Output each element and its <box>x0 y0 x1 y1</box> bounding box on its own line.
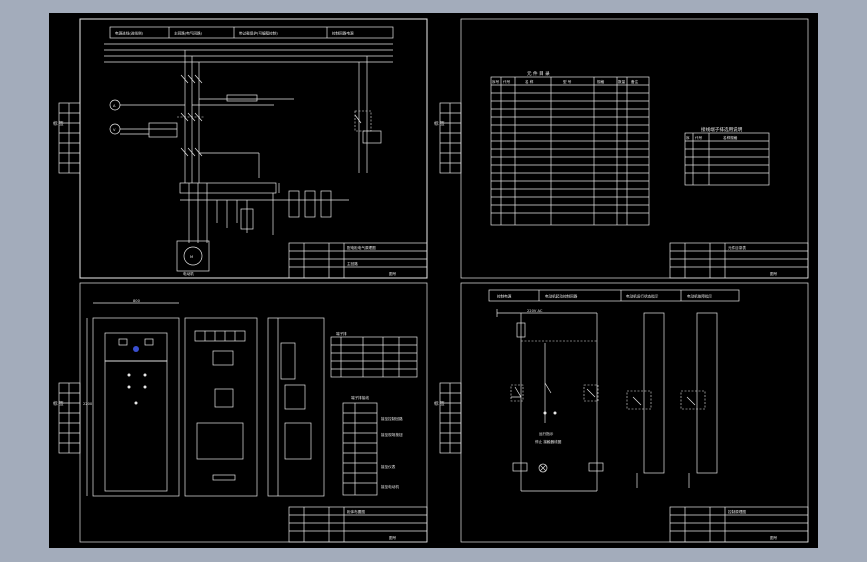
indicator-light <box>133 346 139 352</box>
cad-drawing: 标 签 电源进线(进线侧) 主回路(电气回路) 带过载保护(可编程控制) 控制回… <box>53 18 809 543</box>
parts-col-6: 数量 <box>618 79 626 84</box>
header-cell-4: 控制回路电源 <box>332 31 354 36</box>
parts-col-4: 型 号 <box>563 79 572 84</box>
motor-symbol: M 电动机 <box>176 240 210 276</box>
title-block-name: 配电柜电气原理图 <box>347 245 376 250</box>
title-block-3: 柜体布置图 图号 <box>288 506 428 543</box>
title-block-2: 元件目录表 图号 <box>669 242 809 279</box>
title-block-3-no: 图号 <box>389 535 397 540</box>
phase-lines <box>177 50 260 183</box>
cabinet-front: 800 2200 <box>83 299 180 497</box>
title-block-4-name: 控制原理图 <box>728 509 746 514</box>
side-col-2: 代号 <box>695 135 703 140</box>
sidebar-strip-2: 标 签 <box>434 102 462 174</box>
cad-canvas: 标 签 电源进线(进线侧) 主回路(电气回路) 带过载保护(可编程控制) 控制回… <box>49 13 818 548</box>
sheet-control: 标 签 控制电源 电动机起动控制回路 电动机运行状态指示 电动机故障指示 220… <box>434 282 809 543</box>
parts-table: 序号 代号 名 称 型 号 规格 数量 备注 <box>490 76 650 226</box>
height-dim: 2200 <box>83 402 93 406</box>
status-columns <box>626 312 718 488</box>
parts-col-5: 规格 <box>597 79 605 84</box>
sidebar-label-3: 标 签 <box>53 400 64 407</box>
terminal-label-2: 接至现场按钮 <box>381 432 403 437</box>
parts-col-7: 备注 <box>631 79 639 84</box>
note-2: 停止 接触器线圈 <box>535 439 562 444</box>
width-dim: 800 <box>133 299 141 303</box>
title-block-4: 控制原理图 图号 <box>669 506 809 543</box>
side-col-3: 名称规格 <box>723 135 738 140</box>
control-supply <box>354 56 382 173</box>
cabinet-internal <box>184 317 258 497</box>
supply-label: 220V AC <box>527 309 543 313</box>
terminal-block <box>179 182 349 243</box>
header-cell-3: 带过载保护(可编程控制) <box>239 31 278 36</box>
control-header-2: 电动机起动控制回路 <box>545 294 578 299</box>
title-block-no: 图号 <box>389 271 397 276</box>
title-block-4-no: 图号 <box>770 535 778 540</box>
title-block-sub: 主回路 <box>347 261 358 266</box>
svg-text:M: M <box>190 255 193 259</box>
title-block-2-name: 元件目录表 <box>728 245 746 250</box>
layout-table-title: 端子排 <box>336 331 347 336</box>
control-header-1: 控制电源 <box>497 294 512 299</box>
parts-col-3: 名 称 <box>525 79 534 84</box>
header-cell-1: 电源进线(进线侧) <box>115 31 144 36</box>
title-block-3-name: 柜体布置图 <box>347 509 365 514</box>
control-header-3: 电动机运行状态指示 <box>626 294 659 299</box>
title-block-1: 配电柜电气原理图 主回路 图号 <box>288 242 428 279</box>
motor-label: 电动机 <box>183 271 194 276</box>
terminal-title: 端子排接线 <box>351 395 369 400</box>
side-table: 序 代号 名称规格 <box>684 132 770 186</box>
busbars <box>104 43 393 63</box>
note-1: 运行指示 <box>539 431 554 436</box>
sidebar-label: 标 签 <box>53 120 64 127</box>
side-col-1: 序 <box>686 135 690 140</box>
sidebar-label-4: 标 签 <box>434 400 445 407</box>
circuit-header: 电源进线(进线侧) 主回路(电气回路) 带过载保护(可编程控制) 控制回路电源 <box>109 26 394 39</box>
terminal-label-1: 接至控制回路 <box>381 416 403 421</box>
sheet-main-circuit: 标 签 电源进线(进线侧) 主回路(电气回路) 带过载保护(可编程控制) 控制回… <box>53 18 428 279</box>
sidebar-strip-4: 标 签 <box>434 382 462 454</box>
svg-text:A: A <box>113 104 116 108</box>
parts-col-2: 代号 <box>503 79 511 84</box>
control-wiring: 运行指示 停止 接触器线圈 <box>496 309 604 492</box>
meters: A V <box>109 94 294 138</box>
parts-col-1: 序号 <box>492 79 500 84</box>
header-cell-2: 主回路(电气回路) <box>174 31 203 36</box>
cabinet-side <box>267 317 325 497</box>
sheet-layout: 标 签 800 2200 <box>53 282 428 543</box>
side-table-title: 接线端子排选用说明 <box>701 126 743 133</box>
title-block-2-no: 图号 <box>770 271 778 276</box>
control-header: 控制电源 电动机起动控制回路 电动机运行状态指示 电动机故障指示 <box>488 289 740 302</box>
layout-table <box>330 336 418 378</box>
terminal-label-4: 接至电动机 <box>381 484 399 489</box>
sheet-parts-list: 标 签 元 件 目 录 <box>434 18 809 279</box>
parts-table-title: 元 件 目 录 <box>527 70 550 77</box>
terminal-label-3: 接至仪表 <box>381 464 396 469</box>
sidebar-label-2: 标 签 <box>434 120 445 127</box>
sidebar-strip: 标 签 <box>53 102 81 174</box>
terminal-strip: 接至控制回路 接至现场按钮 接至仪表 接至电动机 <box>342 402 403 496</box>
svg-text:V: V <box>113 128 116 132</box>
control-header-4: 电动机故障指示 <box>687 294 713 299</box>
sidebar-strip-3: 标 签 <box>53 382 81 454</box>
